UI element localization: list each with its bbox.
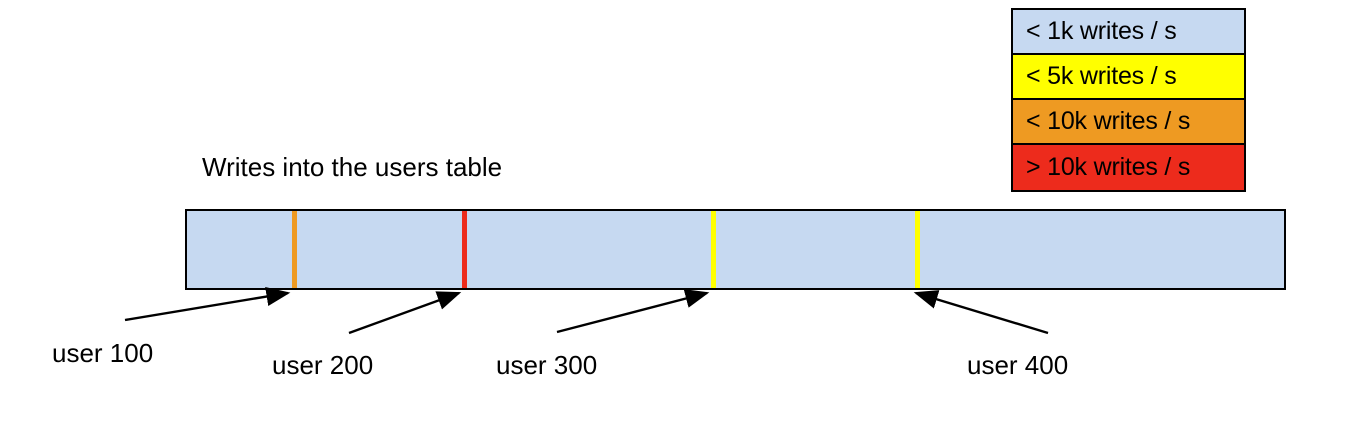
legend: < 1k writes / s < 5k writes / s < 10k wr… <box>1011 8 1246 192</box>
legend-item-gt-10k: > 10k writes / s <box>1013 145 1244 190</box>
users-table-bar <box>185 209 1286 290</box>
callout-label-user-100: user 100 <box>52 338 154 368</box>
marker-user-200 <box>462 211 467 288</box>
legend-item-lt-1k: < 1k writes / s <box>1013 10 1244 55</box>
arrow-user-300 <box>556 289 710 334</box>
legend-item-lt-5k: < 5k writes / s <box>1013 55 1244 100</box>
callout-label-user-300: user 300 <box>496 350 598 380</box>
callout-label-user-400: user 400 <box>967 350 1069 380</box>
arrow-user-400 <box>913 290 1049 335</box>
marker-user-300 <box>711 211 716 288</box>
legend-item-label: < 10k writes / s <box>1026 107 1191 135</box>
marker-user-100 <box>292 211 297 288</box>
arrow-user-100 <box>124 287 291 322</box>
legend-item-label: > 10k writes / s <box>1026 153 1191 181</box>
chart-title: Writes into the users table <box>202 152 503 182</box>
legend-item-label: < 1k writes / s <box>1026 17 1177 45</box>
callout-label-user-200: user 200 <box>272 350 374 380</box>
arrow-user-200 <box>348 291 462 335</box>
legend-item-label: < 5k writes / s <box>1026 62 1177 90</box>
legend-item-lt-10k: < 10k writes / s <box>1013 100 1244 145</box>
marker-user-400 <box>915 211 920 288</box>
